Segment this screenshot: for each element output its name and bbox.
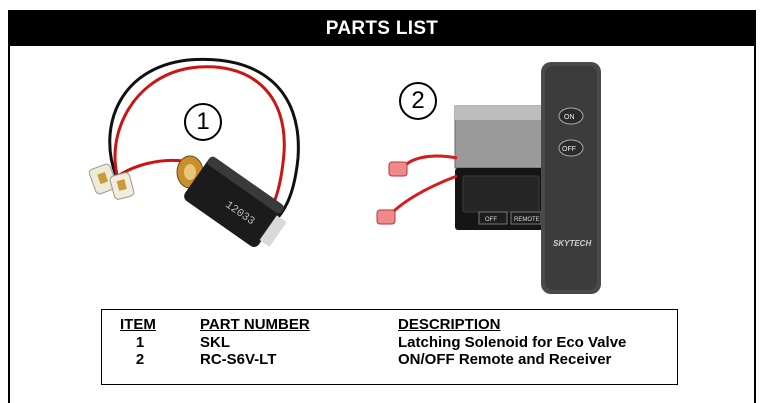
solenoid-photo: 12033 [78, 48, 318, 258]
item-header: ITEM [120, 316, 156, 333]
remote-receiver-photo: OFF REMOTE ON OFF SKYTECH [375, 58, 620, 303]
part-number-column: PART NUMBER SKL RC-S6V-LT [200, 316, 380, 368]
item-label-2: 2 [399, 82, 437, 120]
description-header: DESCRIPTION [398, 316, 501, 333]
description-column: DESCRIPTION Latching Solenoid for Eco Va… [398, 316, 668, 368]
table-row-description: ON/OFF Remote and Receiver [398, 351, 612, 368]
table-row-description: Latching Solenoid for Eco Valve [398, 334, 627, 351]
remote-on-label: ON [564, 114, 575, 121]
table-row-part-number: SKL [200, 334, 230, 351]
receiver-off-label: OFF [485, 217, 497, 223]
item-label-1: 1 [184, 103, 222, 141]
table-row-part-number: RC-S6V-LT [200, 351, 277, 368]
remote-brand-label: SKYTECH [553, 239, 591, 248]
table-row-item: 1 [135, 334, 145, 351]
receiver-remote-label: REMOTE [514, 217, 540, 223]
remote-off-label: OFF [562, 146, 576, 153]
table-row-item: 2 [135, 351, 145, 368]
part-number-header: PART NUMBER [200, 316, 310, 333]
item-column: ITEM 1 2 [120, 316, 180, 368]
parts-list-title: PARTS LIST [10, 12, 754, 46]
parts-table: ITEM 1 2 PART NUMBER SKL RC-S6V-LT DESCR… [101, 309, 678, 385]
